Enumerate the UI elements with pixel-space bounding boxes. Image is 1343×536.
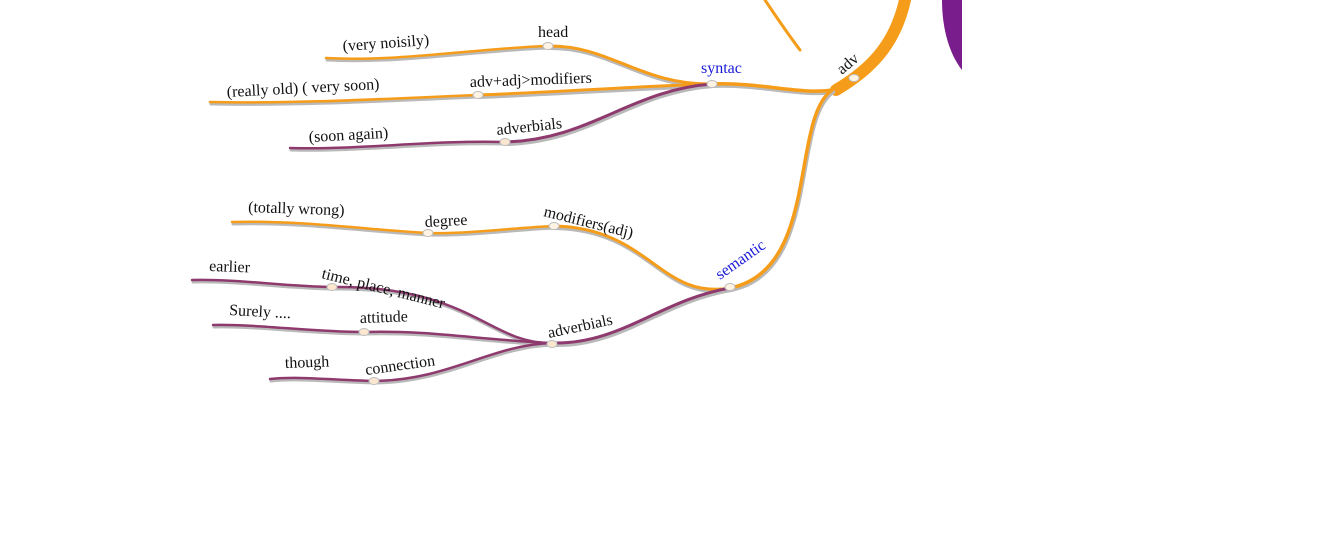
node-though[interactable]: though (285, 353, 330, 372)
branch-semantic-adverbials (550, 286, 732, 345)
knob-adv[interactable] (848, 74, 860, 82)
branch-adverbials-connection (372, 341, 554, 383)
branch-adv-syntac (710, 82, 834, 93)
node-degree[interactable]: degree (424, 212, 467, 231)
node-attitude[interactable]: attitude (360, 308, 409, 327)
knob-connection[interactable] (368, 377, 380, 385)
top-right-branches (763, 0, 962, 96)
knob-adverbials-syntac[interactable] (499, 138, 511, 146)
collapse-knobs (326, 42, 860, 385)
knob-modifiers-adj[interactable] (548, 222, 560, 230)
node-really-old-very-soon[interactable]: (really old) ( very soon) (226, 76, 380, 101)
node-totally-wrong[interactable]: (totally wrong) (248, 199, 345, 219)
branch-syntac-adv-adj-modifiers (476, 82, 714, 97)
adv-upper-branch (763, 0, 802, 52)
branch-syntac-adverbials (503, 82, 714, 144)
violet-node-edge (942, 0, 962, 70)
node-syntac[interactable]: syntac (701, 60, 742, 77)
adv-connectors (710, 82, 835, 292)
node-very-noisily[interactable]: (very noisily) (342, 32, 430, 55)
branch-connection-though (268, 376, 376, 383)
branch-modifiers-really-old (208, 93, 480, 104)
knob-head[interactable] (542, 42, 554, 50)
knob-degree[interactable] (422, 229, 434, 237)
semantic-subtree (190, 220, 733, 385)
knob-time-place-manner[interactable] (326, 283, 338, 291)
node-adverbials-syntac[interactable]: adverbials (496, 115, 563, 139)
node-earlier[interactable]: earlier (209, 258, 251, 276)
knob-semantic[interactable] (724, 283, 736, 291)
node-modifiers-adj[interactable]: modifiers(adj) (542, 203, 635, 242)
knob-syntac[interactable] (706, 80, 718, 88)
node-head[interactable]: head (538, 24, 568, 41)
branch-adverbials-soon-again (288, 140, 507, 150)
knob-attitude[interactable] (358, 328, 370, 336)
syntac-subtree (208, 44, 715, 152)
knob-adverbials-semantic[interactable] (546, 340, 558, 348)
node-surely[interactable]: Surely .... (229, 302, 292, 322)
node-soon-again[interactable]: (soon again) (308, 125, 388, 146)
branch-adverbials-attitude (362, 330, 554, 345)
branch-adv-semantic (728, 88, 834, 290)
branch-degree-totally-wrong (230, 220, 430, 235)
branch-semantic-modifiers-adj (552, 224, 732, 291)
branch-time-earlier (190, 278, 334, 289)
branch-syntac-head (546, 44, 714, 86)
branch-modifiers-degree (426, 224, 556, 235)
node-labels: adv syntac semantic head (very noisily) … (209, 24, 862, 379)
adv-main-trunk (830, 0, 911, 96)
knob-adv-adj-modifiers[interactable] (472, 91, 484, 99)
branch-head-very-noisily (324, 44, 550, 60)
branch-attitude-surely (211, 323, 366, 334)
node-adv-adj-modifiers[interactable]: adv+adj>modifiers (470, 70, 593, 91)
